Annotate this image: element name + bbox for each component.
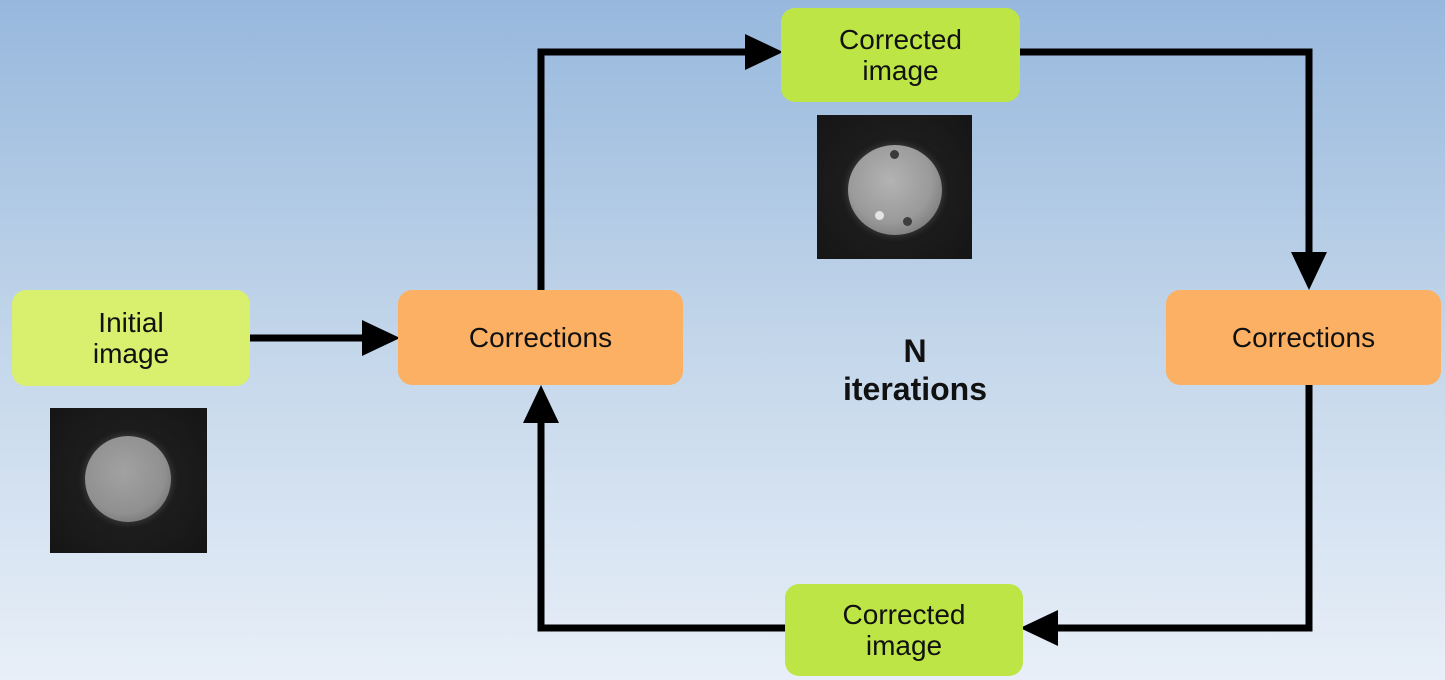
bright-spot (875, 211, 884, 220)
initial-disc (85, 436, 171, 522)
arrowhead-left (1020, 610, 1058, 646)
loop-label-iterations: iterations (842, 371, 988, 407)
corrections-left-label: Corrections (468, 322, 613, 353)
corrected-image-bottom-label: Corrected image (842, 599, 966, 661)
arrow-top-image-to-right-corrections (1020, 48, 1313, 258)
corrected-image-bottom-node: Corrected image (785, 584, 1023, 676)
corrections-right-label: Corrections (1231, 322, 1376, 353)
corrected-disc (848, 145, 942, 235)
arrow-corrections-to-top-image (537, 48, 755, 290)
arrowhead-up (523, 385, 559, 423)
loop-label-n: N (903, 333, 927, 369)
arrowhead-right-2 (745, 34, 783, 70)
arrowhead-down (1291, 252, 1327, 290)
loop-label: N iterations (790, 332, 1040, 408)
dark-spot (890, 150, 899, 159)
initial-image-label: Initial image (92, 307, 170, 369)
initial-image-node: Initial image (12, 290, 250, 386)
corrections-left-node: Corrections (398, 290, 683, 385)
corrected-image-top-node: Corrected image (781, 8, 1020, 102)
arrow-right-corrections-to-bottom-image (1050, 385, 1313, 632)
corrected-image-thumbnail (817, 115, 972, 259)
arrowhead-right-1 (362, 320, 400, 356)
initial-image-thumbnail (50, 408, 207, 553)
corrected-image-top-label: Corrected image (839, 24, 962, 86)
corrections-right-node: Corrections (1166, 290, 1441, 385)
arrow-bottom-image-to-left-corrections (537, 420, 785, 632)
dark-spot (903, 217, 912, 226)
